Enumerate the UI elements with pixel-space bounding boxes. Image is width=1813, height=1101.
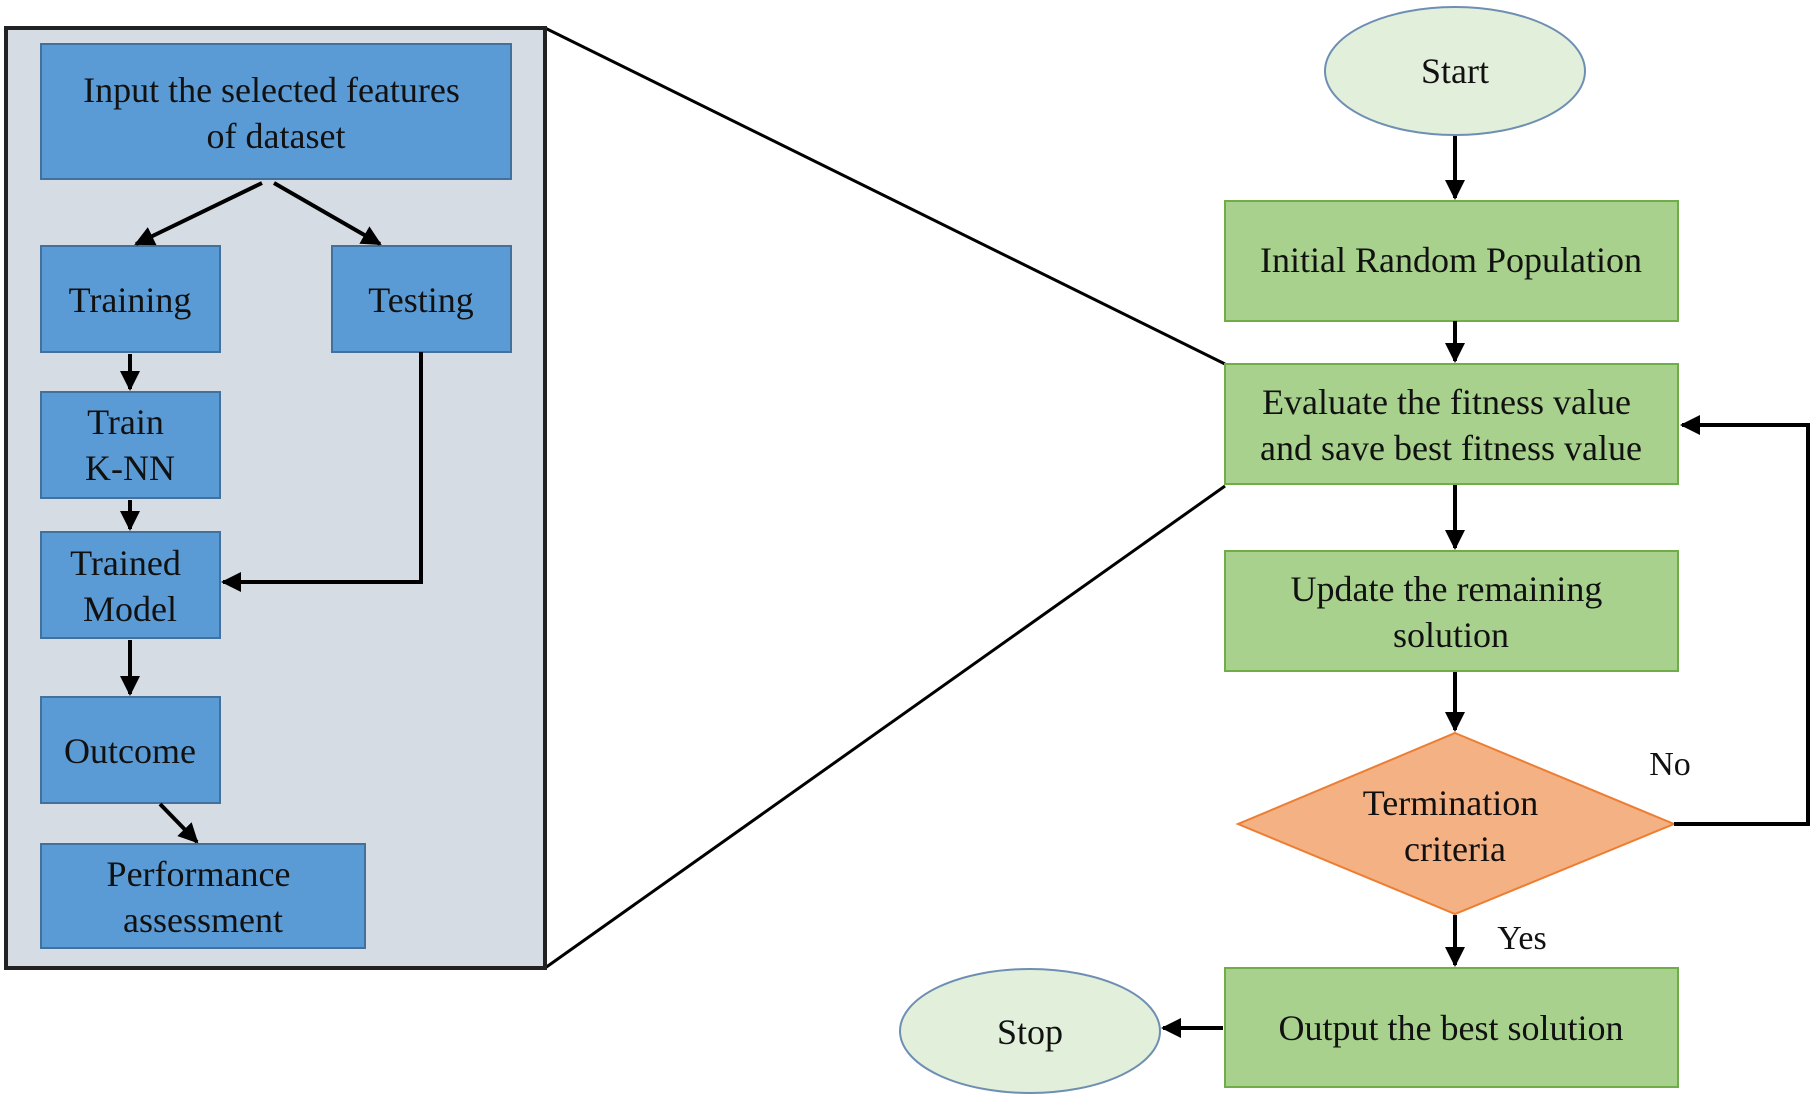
arrow-no-loop-to-evaluate xyxy=(1674,415,1810,826)
trained-model-label: Trained Model xyxy=(70,543,190,629)
update-solution-label: Update the remaining solution xyxy=(1291,569,1612,655)
output-best-solution-label: Output the best solution xyxy=(1279,1008,1624,1048)
testing-label: Testing xyxy=(368,280,473,320)
input-features-label: Input the selected features of dataset xyxy=(83,70,469,156)
outcome-box xyxy=(40,696,221,804)
zoom-connector-top xyxy=(544,26,1226,366)
update-solution-box xyxy=(1224,550,1679,672)
performance-box xyxy=(40,843,366,949)
evaluate-fitness-label: Evaluate the fitness value and save best… xyxy=(1260,382,1642,468)
start-label: Start xyxy=(1421,51,1489,91)
stop-label: Stop xyxy=(997,1012,1063,1052)
termination-decision xyxy=(1235,731,1677,916)
arrow-input-to-testing xyxy=(273,181,382,246)
initial-population-box xyxy=(1224,200,1679,322)
arrow-outcome-to-performance xyxy=(158,802,199,844)
train-knn-box xyxy=(40,391,221,499)
performance-label: Performance assessment xyxy=(107,854,300,940)
arrow-input-to-training xyxy=(134,181,263,246)
training-box xyxy=(40,245,221,353)
no-label: No xyxy=(1649,746,1691,783)
termination-label: Termination criteria xyxy=(1363,783,1547,869)
trained-model-box xyxy=(40,531,221,639)
yes-label: Yes xyxy=(1497,920,1546,957)
output-best-solution-box xyxy=(1224,967,1679,1088)
testing-box xyxy=(331,245,512,353)
training-label: Training xyxy=(69,280,192,320)
zoom-connector-bottom xyxy=(544,484,1226,970)
outcome-label: Outcome xyxy=(64,731,196,771)
input-features-box xyxy=(40,43,512,180)
initial-population-label: Initial Random Population xyxy=(1260,240,1642,280)
stop-terminal xyxy=(899,968,1161,1094)
arrow-testing-to-trained-model xyxy=(221,352,423,592)
train-knn-label: Train K-NN xyxy=(85,402,175,488)
start-terminal xyxy=(1324,6,1586,136)
evaluate-fitness-box xyxy=(1224,363,1679,485)
